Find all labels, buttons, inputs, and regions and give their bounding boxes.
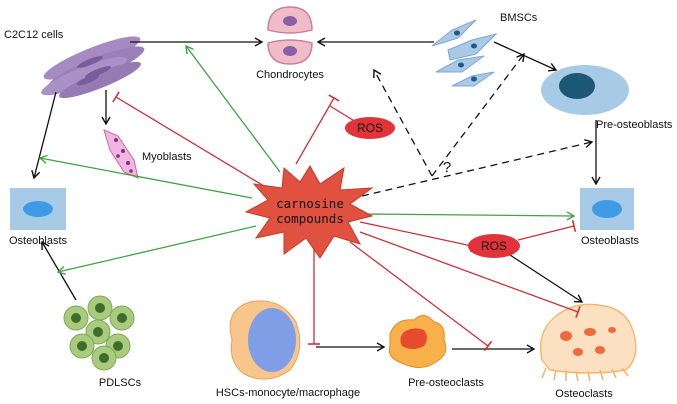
dashed-arrow-to-bmscs — [431, 52, 525, 177]
c2c12-cells-illustration — [41, 36, 145, 99]
osteoclast-illustration — [539, 303, 637, 382]
label-bmscs: BMSCs — [500, 12, 538, 24]
inhibit-pre-osteoclast-to-osteoclast — [349, 241, 493, 352]
label-myoblasts: Myoblasts — [142, 151, 192, 163]
arrow-pdlscs-to-osteoblasts — [41, 240, 77, 301]
ros-right-inhibits-osteoblasts — [517, 219, 577, 241]
arrow-ros-to-osteoclasts — [509, 254, 584, 303]
label-c2c12-cells: C2C12 cells — [4, 29, 64, 41]
dashed-arrow-to-chondrocytes — [373, 68, 433, 177]
center-label-line1: carnosine — [276, 196, 344, 211]
arrow-bmscs-to-pre-osteoblasts — [493, 41, 558, 72]
hscs-macrophage-illustration — [229, 300, 301, 380]
carnosine-compounds-node: carnosine compounds — [244, 165, 374, 259]
green-arrow-to-c2c12 — [185, 44, 281, 173]
label-osteoblasts-left: Osteoblasts — [9, 235, 68, 247]
inhibit-osteoclasts — [359, 231, 581, 318]
green-arrow-to-pdlscs-path — [56, 225, 257, 275]
pre-osteoblast-illustration — [541, 65, 629, 115]
ros-top-label: ROS — [357, 121, 383, 135]
question-mark: ? — [443, 159, 451, 176]
dashed-arrows — [361, 52, 594, 197]
ros-right-badge: ROS — [468, 234, 520, 258]
green-arrows — [38, 44, 576, 275]
osteoblast-right-illustration — [580, 188, 634, 230]
label-osteoblasts-right: Osteoblasts — [581, 235, 640, 247]
label-chondrocytes: Chondrocytes — [256, 69, 324, 81]
label-pre-osteoblasts: Pre-osteoblasts — [596, 119, 673, 131]
label-pdlscs: PDLSCs — [99, 377, 142, 389]
arrow-c2c12-to-osteoblasts — [31, 91, 57, 180]
center-label-line2: compounds — [276, 211, 344, 226]
myoblasts-illustration — [103, 129, 139, 179]
ros-top-badge: ROS — [345, 117, 395, 139]
label-osteoclasts: Osteoclasts — [555, 388, 613, 400]
green-arrow-to-osteoblasts-left — [38, 154, 253, 199]
label-pre-osteoclasts: Pre-osteoclasts — [408, 377, 484, 389]
osteoblast-left-illustration — [10, 188, 66, 230]
inhibit-chondrocytes — [295, 94, 340, 165]
pre-osteoclast-illustration — [388, 315, 447, 368]
pdlscs-illustration — [63, 295, 135, 371]
inhibit-ros-right — [359, 221, 475, 253]
inhibit-myoblast-differentiation — [112, 91, 265, 187]
green-arrow-to-osteoblasts-right — [363, 211, 576, 221]
bmscs-illustration — [431, 19, 498, 87]
inhibit-ros-top — [329, 105, 357, 123]
dashed-arrow-to-pre-osteoblasts — [361, 139, 594, 197]
label-hscs: HSCs-monocyte/macrophage — [216, 387, 360, 399]
red-inhibitions — [112, 91, 581, 352]
ros-right-label: ROS — [481, 239, 507, 253]
chondrocytes-illustration — [267, 6, 313, 65]
